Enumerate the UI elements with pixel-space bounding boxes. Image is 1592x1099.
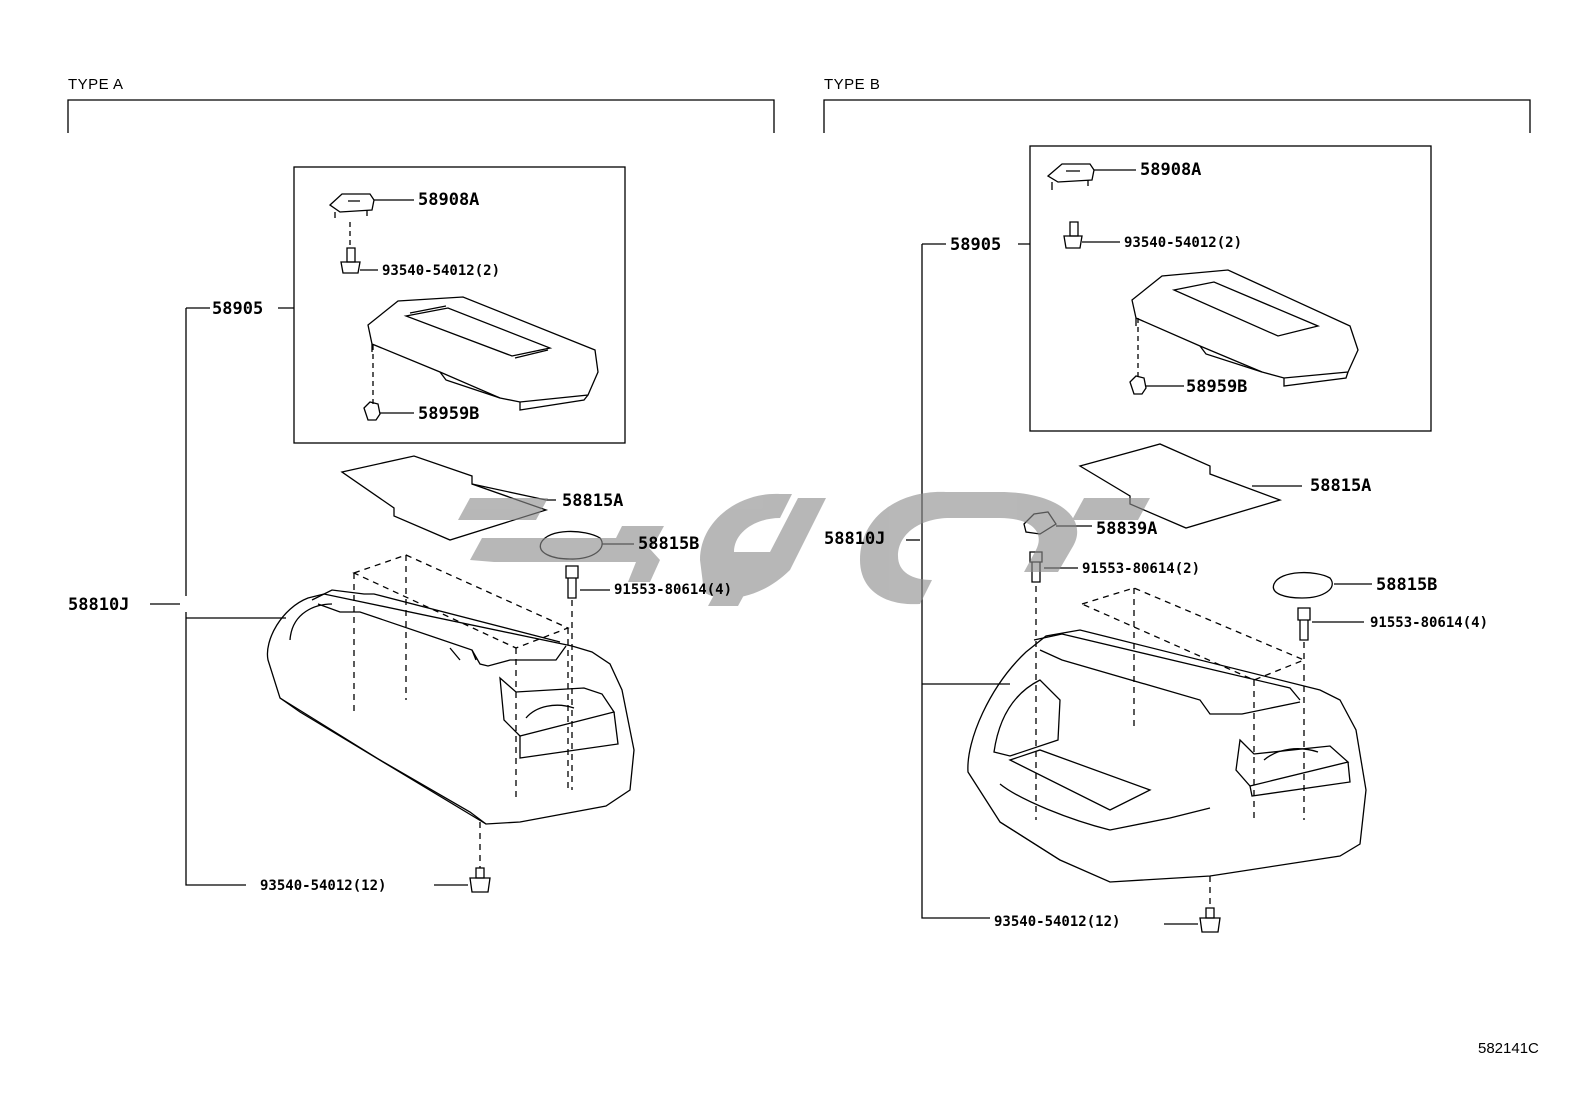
type-b-leaders xyxy=(906,243,1030,919)
drawing-code: 582141C xyxy=(1478,1040,1539,1057)
armrest-lid-drawing xyxy=(1131,269,1359,387)
console-body-58810j-drawing xyxy=(266,589,635,825)
part-label-58908a: 58908A xyxy=(1140,160,1202,180)
part-label-58810j: 58810J xyxy=(824,529,886,549)
type-a-leaders xyxy=(150,307,294,886)
part-label-93540-54012-12: 93540-54012(12) xyxy=(994,914,1121,930)
part-label-58905: 58905 xyxy=(950,235,1002,255)
part-label-58815a: 58815A xyxy=(1310,476,1372,496)
part-label-91553-80614-2: 91553-80614(2) xyxy=(1082,561,1201,577)
part-label-58815b: 58815B xyxy=(1376,575,1438,595)
screw-91553-drawing xyxy=(565,565,610,790)
part-label-93540-54012-2: 93540-54012(2) xyxy=(1124,235,1243,251)
bracket-58908a-drawing xyxy=(1046,163,1136,190)
screw-91553-2-drawing xyxy=(1029,551,1078,820)
part-label-91553-80614-4: 91553-80614(4) xyxy=(614,582,733,598)
type-a-assembly-box xyxy=(293,166,626,444)
console-body-58810j-drawing xyxy=(967,629,1367,883)
part-label-93540-54012-12: 93540-54012(12) xyxy=(260,878,387,894)
type-b-assembly-box xyxy=(1029,145,1432,432)
screw-93540-drawing xyxy=(1063,221,1120,249)
part-label-58908a: 58908A xyxy=(418,190,480,210)
type-b-header: TYPE B xyxy=(824,76,881,93)
type-a-header: TYPE A xyxy=(68,76,124,93)
clip-58959b-drawing xyxy=(363,401,414,421)
console-dashed-outline xyxy=(352,554,570,800)
screw-93540-drawing xyxy=(340,222,378,274)
bracket-58908a-drawing xyxy=(328,193,414,218)
screw-93540-bottom-drawing xyxy=(1164,876,1221,933)
part-label-58810j: 58810J xyxy=(68,595,130,615)
armrest-lid-drawing xyxy=(367,296,599,411)
type-a-section xyxy=(67,99,775,893)
part-label-58905: 58905 xyxy=(212,299,264,319)
type-a-bracket xyxy=(67,99,775,133)
mat-58815b-drawing xyxy=(1272,571,1372,599)
type-b-bracket xyxy=(823,99,1531,133)
part-label-93540-54012-2: 93540-54012(2) xyxy=(382,263,501,279)
console-dashed-outline xyxy=(1080,587,1306,820)
watermark-logo xyxy=(458,491,1150,606)
part-label-58959b: 58959B xyxy=(418,404,480,424)
part-label-58815b: 58815B xyxy=(638,534,700,554)
part-label-58959b: 58959B xyxy=(1186,377,1248,397)
screw-93540-bottom-drawing xyxy=(434,822,491,893)
part-label-91553-80614-4: 91553-80614(4) xyxy=(1370,615,1489,631)
clip-58959b-drawing xyxy=(1129,375,1184,395)
screw-91553-4-drawing xyxy=(1297,607,1364,820)
type-b-section xyxy=(823,99,1531,933)
part-label-58839a: 58839A xyxy=(1096,519,1158,539)
part-label-58815a: 58815A xyxy=(562,491,624,511)
